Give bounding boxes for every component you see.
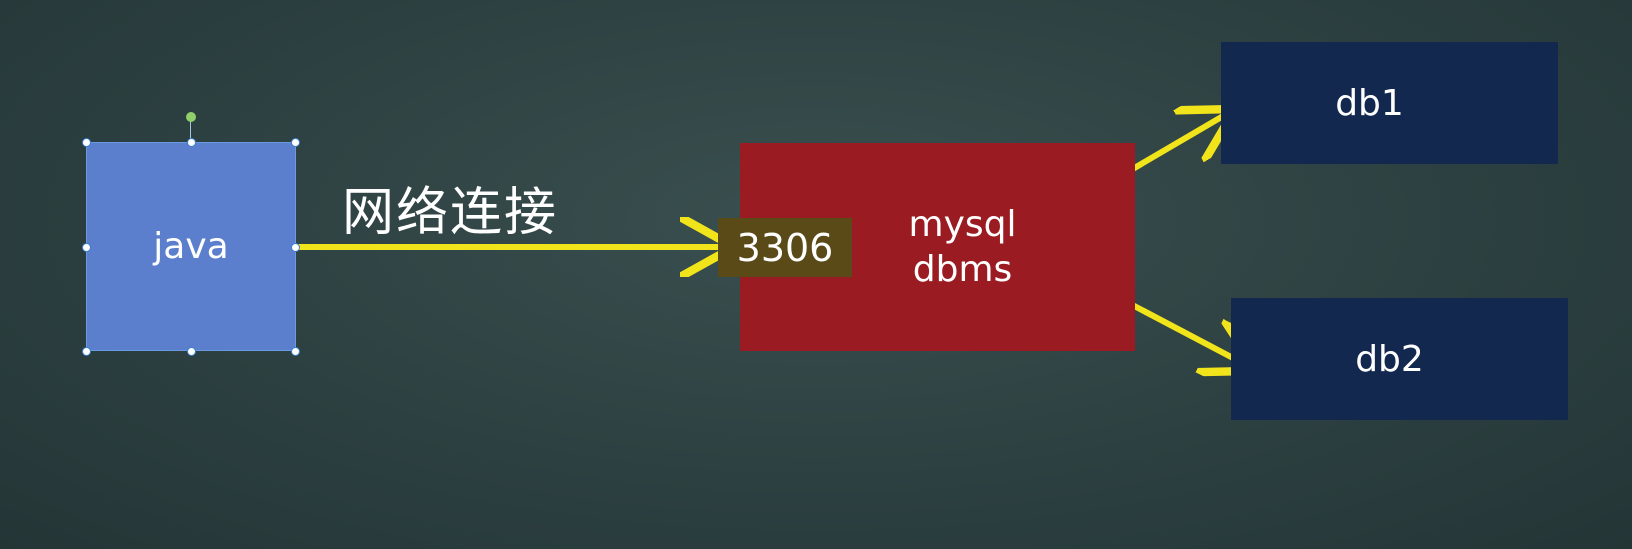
port-number: 3306	[736, 225, 834, 270]
java-node[interactable]: java	[86, 142, 296, 351]
db1-label: db1	[1335, 82, 1404, 124]
mysql-label: mysql	[908, 204, 1017, 245]
port-label: 3306	[718, 218, 852, 277]
resize-handle-l[interactable]	[82, 243, 91, 252]
resize-handle-b[interactable]	[187, 347, 196, 356]
network-connection-label: 网络连接	[342, 183, 559, 243]
rotation-handle[interactable]	[186, 112, 196, 122]
resize-handle-bl[interactable]	[82, 347, 91, 356]
db2-label: db2	[1355, 338, 1424, 380]
db1-node: db1	[1221, 42, 1558, 164]
rotation-stem	[190, 121, 191, 141]
resize-handle-r[interactable]	[291, 243, 300, 252]
dbms-label: dbms	[912, 249, 1013, 290]
db2-node: db2	[1231, 298, 1568, 420]
java-label: java	[153, 226, 229, 267]
resize-handle-tl[interactable]	[82, 138, 91, 147]
resize-handle-tr[interactable]	[291, 138, 300, 147]
resize-handle-t[interactable]	[187, 138, 196, 147]
resize-handle-br[interactable]	[291, 347, 300, 356]
